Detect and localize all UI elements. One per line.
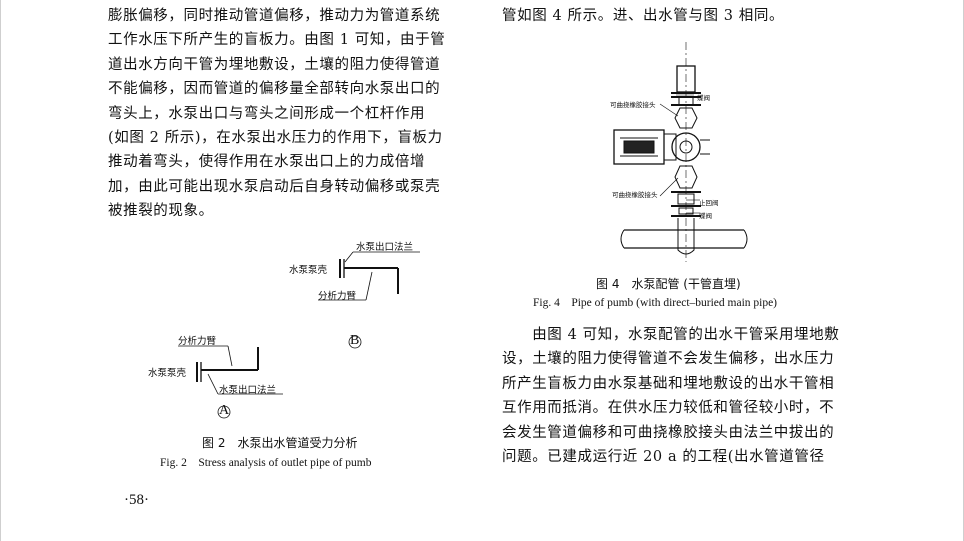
fig4-butterfly-top-label: 蝶阀 <box>697 94 710 102</box>
right-top-line: 管如图 4 所示。进、出水管与图 3 相同。 <box>502 8 785 24</box>
text-line: 推动着弯头，使得作用在水泵出口上的力成倍增 <box>108 154 426 171</box>
text-line: (如图 2 所示)，在水泵出水压力的作用下，盲板力 <box>108 130 443 147</box>
b-letter: B <box>350 333 360 348</box>
figure-4-caption-cn: 图 4 水泵配管 (干管直埋) <box>596 277 741 291</box>
figure-2-caption-cn: 图 2 水泵出水管道受力分析 <box>202 436 358 450</box>
b-arm-label: 分析力臂 <box>318 291 357 302</box>
fig4-joint-bottom-label: 可曲挠橡胶接头 <box>612 191 658 199</box>
a-flange-label: 水泵出口法兰 <box>219 385 277 396</box>
text-line: 加，由此可能出现水泵启动后自身转动偏移或泵壳 <box>108 178 441 195</box>
b-shell-label: 水泵泵壳 <box>289 265 328 276</box>
text-line: 弯头上，水泵出口与弯头之间形成一个杠杆作用 <box>108 105 426 122</box>
text-line: 会发生管道偏移和可曲挠橡胶接头由法兰中拔出的 <box>502 424 835 441</box>
fig4-check-valve-label: 止回阀 <box>699 199 719 207</box>
fig4-joint-top-label: 可曲挠橡胶接头 <box>610 101 656 109</box>
text-line: 工作水压下所产生的盲板力。由图 1 可知，由于管 <box>108 32 446 49</box>
text-line: 所产生盲板力由水泵基础和埋地敷设的出水干管相 <box>502 375 835 392</box>
text-line: 不能偏移，因而管道的偏移量全部转向水泵出口的 <box>108 81 441 98</box>
a-letter: A <box>219 403 230 418</box>
text-line: 设，土壤的阻力使得管道不会发生偏移，出水压力 <box>502 351 835 368</box>
page-left-edge <box>0 0 1 541</box>
figure-2-caption-en: Fig. 2 Stress analysis of outlet pipe of… <box>160 457 372 469</box>
text-line: 膨胀偏移，同时推动管道偏移，推动力为管道系统 <box>108 8 441 24</box>
right-column-text: 由图 4 可知，水泵配管的出水干管采用埋地敷 设，土壤的阻力使得管道不会发生偏移… <box>502 323 862 469</box>
fig4-butterfly-bottom-label: 蝶阀 <box>699 212 712 220</box>
a-arm-label: 分析力臂 <box>178 336 217 347</box>
text-line: 由图 4 可知，水泵配管的出水干管采用埋地敷 <box>502 327 840 343</box>
text-line: 道出水方向干管为埋地敷设，土壤的阻力使得管道 <box>108 56 441 73</box>
text-line: 问题。已建成运行近 20 a 的工程(出水管道管径 <box>502 449 825 466</box>
figure-4-caption-en: Fig. 4 Pipe of pumb (with direct–buried … <box>533 297 778 309</box>
text-line: 互作用而抵消。在供水压力较低和管径较小时，不 <box>502 400 835 417</box>
b-flange-label: 水泵出口法兰 <box>356 242 414 253</box>
text-line: 被推裂的现象。 <box>108 203 214 220</box>
a-shell-label: 水泵泵壳 <box>148 368 187 379</box>
page-number: ·58· <box>124 492 149 508</box>
left-column-text: 膨胀偏移，同时推动管道偏移，推动力为管道系统 工作水压下所产生的盲板力。由图 1… <box>108 4 470 224</box>
